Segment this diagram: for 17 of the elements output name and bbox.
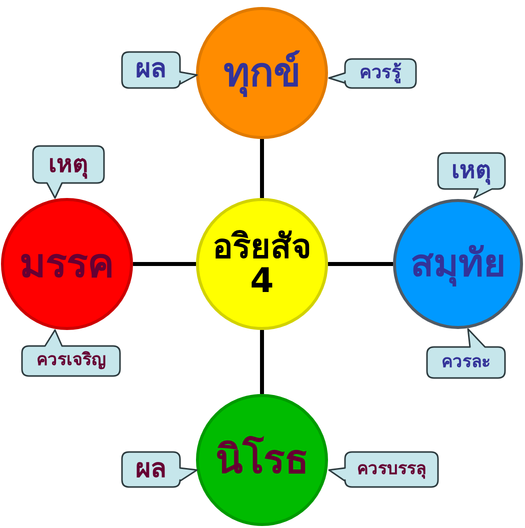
circle-label: มรรค bbox=[20, 241, 114, 287]
bubble-label: ควรละ bbox=[442, 352, 490, 372]
circle-label: สมุทัย bbox=[410, 242, 506, 286]
bubble-label: เหตุ bbox=[48, 150, 88, 178]
bubble-label: ควรเจริญ bbox=[36, 351, 106, 371]
circle-label: ทุกข์ bbox=[224, 50, 300, 96]
circle-label: อริยสัจ 4 bbox=[212, 230, 312, 298]
connector-line bbox=[260, 330, 264, 394]
connector-line bbox=[133, 262, 196, 266]
circle-label: นิโรธ bbox=[216, 437, 308, 483]
connector-line bbox=[328, 262, 393, 266]
bubble-label: ผล bbox=[136, 454, 166, 484]
bubble-label: ผล bbox=[136, 55, 166, 85]
bubble-label: ควรรู้ bbox=[360, 63, 402, 84]
bubble-label: ควรบรรลุ bbox=[357, 460, 426, 480]
connector-line bbox=[260, 139, 264, 198]
bubble-label: เหตุ bbox=[452, 157, 492, 185]
